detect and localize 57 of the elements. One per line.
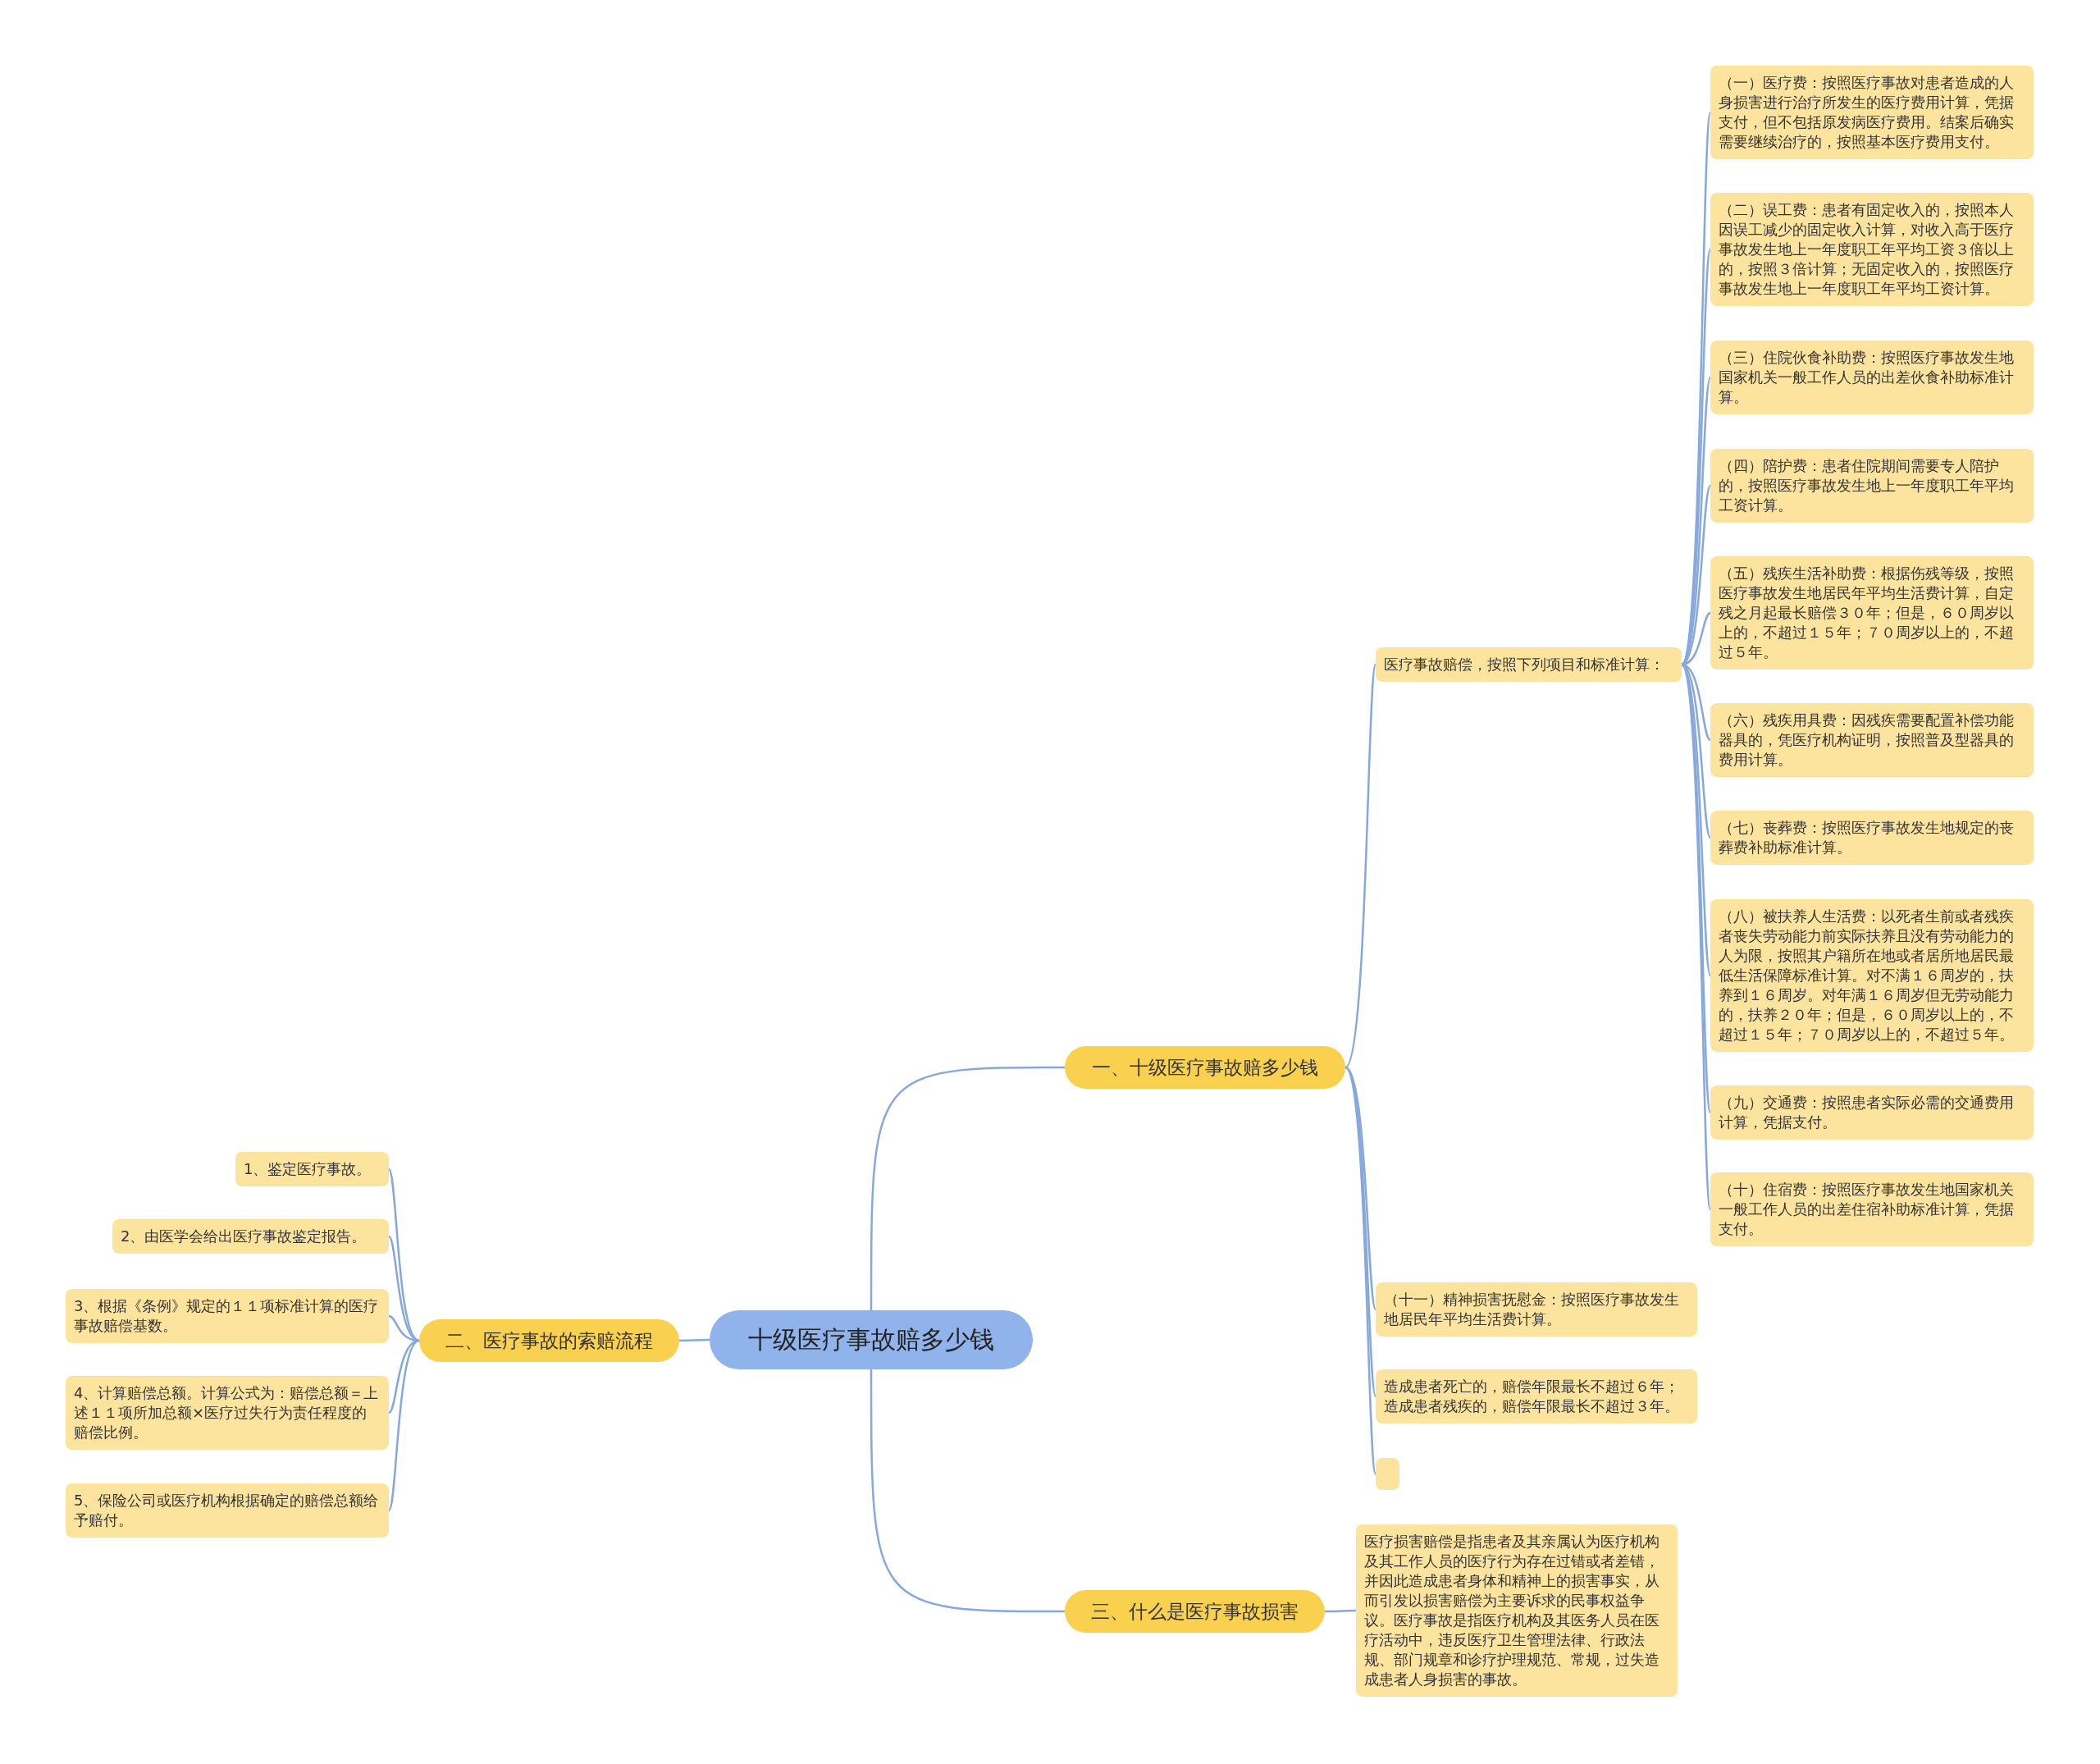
topic-text: （三）住院伙食补助费：按照医疗事故发生地国家机关一般工作人员的出差伙食补助标准计算。 <box>1719 348 2015 407</box>
leaf-topic <box>1710 811 2034 865</box>
branch-topic <box>1065 1046 1345 1089</box>
connector-line <box>1344 664 1377 1068</box>
connector-line <box>1680 664 1712 1210</box>
topic-text: （五）残疾生活补助费：根据伤残等级，按照医疗事故发生地居民年平均生活费计算，自定残之月起最长赔偿３０年；但是，６０周岁以上的，不超过１５年；７０周岁以上的，不超过５年。 <box>1719 564 2015 662</box>
connector-line <box>1344 1067 1377 1474</box>
topic-text: 医疗事故赔偿，按照下列项目和标准计算： <box>1384 655 1665 674</box>
connector-line <box>1325 1609 1356 1613</box>
leaf-topic <box>1710 449 2034 523</box>
empty-box <box>1376 1458 1399 1490</box>
topic-text: （十一）精神损害抚慰金：按照医疗事故发生地居民年平均生活费计算。 <box>1384 1290 1680 1329</box>
topic-text: 2、由医学会给出医疗事故鉴定报告。 <box>121 1227 368 1246</box>
branch-topic <box>1065 1590 1325 1633</box>
leaf-topic <box>235 1152 389 1186</box>
topic-text: 一、十级医疗事故赔多少钱 <box>1091 1056 1319 1080</box>
topic-text: （八）被扶养人生活费：以死者生前或者残疾者丧失劳动能力前实际扶养且没有劳动能力的人为限，按照其户籍所在地或者居所地居民最低生活保障标准计算。对不满１６周岁的，扶养到１６周岁。对年满１６周岁但无劳动能力的，扶养２０年；但是，６０周岁以上的，不超过１５年；７０周岁以上的，不超过５年。 <box>1719 907 2015 1044</box>
leaf-topic <box>66 1289 389 1343</box>
connector-line <box>678 1338 710 1342</box>
topic-text: 5、保险公司或医疗机构根据确定的赔偿总额给予赔付。 <box>74 1491 380 1530</box>
topic-text: 二、医疗事故的索赔流程 <box>445 1329 654 1353</box>
leaf-topic <box>1376 647 1682 682</box>
leaf-topic <box>66 1483 389 1538</box>
connector-line <box>870 1066 1065 1310</box>
leaf-topic <box>1710 193 2034 306</box>
topic-text: 医疗损害赔偿是指患者及其亲属认为医疗机构及其工作人员的医疗行为存在过错或者差错，并因此造成患者身体和精神上的损害事实，从而引发以损害赔偿为主要诉求的民事权益争议。医疗事故是指医疗机构及其医务人员在医疗活动中，违反医疗卫生管理法律、行政法规、部门规章和诊疗护理规范、常规，过失造成患者人身损害的事故。 <box>1364 1532 1660 1689</box>
topic-text: 1、鉴定医疗事故。 <box>244 1159 372 1179</box>
connector-line <box>388 1236 420 1342</box>
leaf-topic <box>1356 1524 1678 1697</box>
leaf-topic <box>1710 340 2034 414</box>
topic-text: （九）交通费：按照患者实际必需的交通费用计算，凭据支付。 <box>1719 1093 2015 1132</box>
leaf-topic <box>1710 556 2034 669</box>
leaf-topic <box>1376 1369 1697 1424</box>
topic-text: （一）医疗费：按照医疗事故对患者造成的人身损害进行治疗所发生的医疗费用计算，凭据支付，但不包括原发病医疗费用。结案后确实需要继续治疗的，按照基本医疗费用支付。 <box>1719 73 2015 152</box>
topic-text: 4、计算赔偿总额。计算公式为：赔偿总额＝上述１１项所加总额×医疗过失行为责任程度的赔偿比例。 <box>74 1383 380 1442</box>
topic-text: （二）误工费：患者有固定收入的，按照本人因误工减少的固定收入计算，对收入高于医疗事故发生地上一年度职工年平均工资３倍以上的，按照３倍计算；无固定收入的，按照医疗事故发生地上一年度职工年平均工资计算。 <box>1719 200 2015 299</box>
topic-text: （四）陪护费：患者住院期间需要专人陪护的，按照医疗事故发生地上一年度职工年平均工资计算。 <box>1719 456 2015 515</box>
topic-text: （七）丧葬费：按照医疗事故发生地规定的丧葬费补助标准计算。 <box>1719 818 2015 857</box>
leaf-topic <box>1710 703 2034 777</box>
leaf-topic <box>66 1376 389 1450</box>
topic-text: 造成患者死亡的，赔偿年限最长不超过６年；造成患者残疾的，赔偿年限最长不超过３年。 <box>1384 1377 1680 1416</box>
topic-text: （六）残疾用具费：因残疾需要配置补偿功能器具的，凭医疗机构证明，按照普及型器具的费用计算。 <box>1719 711 2015 770</box>
leaf-topic <box>1710 1085 2034 1140</box>
leaf-topic <box>1710 899 2034 1052</box>
branch-topic <box>419 1319 679 1362</box>
leaf-topic <box>1710 66 2034 159</box>
topic-text: 三、什么是医疗事故损害 <box>1090 1600 1299 1624</box>
leaf-topic <box>112 1219 389 1254</box>
leaf-topic <box>1376 1282 1697 1337</box>
topic-text: （十）住宿费：按照医疗事故发生地国家机关一般工作人员的出差住宿补助标准计算，凭据支付。 <box>1719 1180 2015 1239</box>
connector-line <box>1680 249 1712 665</box>
connector-line <box>387 1168 420 1342</box>
connector-line <box>870 1369 1065 1613</box>
topic-text: 3、根据《条例》规定的１１项标准计算的医疗事故赔偿基数。 <box>74 1296 380 1336</box>
leaf-topic <box>1710 1172 2034 1246</box>
connector-line <box>387 1339 420 1511</box>
topic-text: 十级医疗事故赔多少钱 <box>747 1324 995 1355</box>
